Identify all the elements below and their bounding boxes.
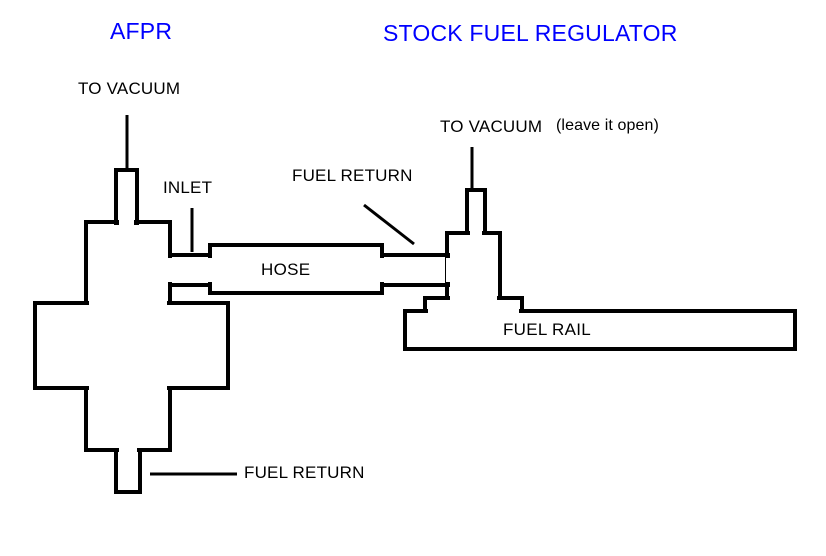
title-stock-fuel-regulator: STOCK FUEL REGULATOR: [383, 20, 678, 46]
mask-stub-right: [446, 258, 451, 282]
stock-regulator-vacuum-port: [465, 188, 487, 235]
afpr-lower-body: [84, 386, 172, 452]
mask-afpr-lower-bottom: [119, 448, 137, 453]
mask-hose-left: [208, 258, 213, 282]
fuel-return-top-leader: [363, 203, 415, 246]
mask-reg-vac-bottom: [470, 231, 482, 236]
mask-inlet-left: [168, 258, 173, 282]
mask-overlaps: [89, 220, 519, 453]
mask-afpr-base-top: [89, 301, 167, 306]
mask-hose-right: [380, 258, 385, 282]
leader-lines: [125, 115, 474, 476]
mask-afpr-base-bottom: [89, 386, 167, 391]
hose-outlet-stub: [380, 253, 450, 287]
afpr-inlet-stub: [168, 253, 212, 287]
label-fuel-return-bottom: FUEL RETURN: [244, 463, 365, 482]
afpr-body: [84, 220, 172, 305]
afpr-base: [33, 301, 230, 390]
component-outlines: [33, 168, 797, 494]
mask-afpr-vac-bottom: [119, 220, 134, 225]
afpr-vacuum-port: [114, 168, 139, 225]
label-hose: HOSE: [261, 260, 311, 279]
label-vacuum-right: TO VACUUM: [440, 117, 543, 136]
stock-regulator-body: [445, 231, 502, 300]
mask-reg-flange-top: [450, 296, 497, 301]
fuel-rail: [403, 309, 797, 351]
label-fuel-return-top: FUEL RETURN: [292, 166, 413, 185]
afpr-return-port: [114, 448, 142, 494]
title-afpr: AFPR: [110, 18, 173, 44]
label-vacuum-right-note: (leave it open): [556, 117, 659, 134]
label-fuel-rail: FUEL RAIL: [503, 320, 592, 339]
label-inlet: INLET: [163, 178, 213, 197]
label-vacuum-left: TO VACUUM: [78, 79, 181, 98]
mask-rail-top: [428, 309, 519, 314]
